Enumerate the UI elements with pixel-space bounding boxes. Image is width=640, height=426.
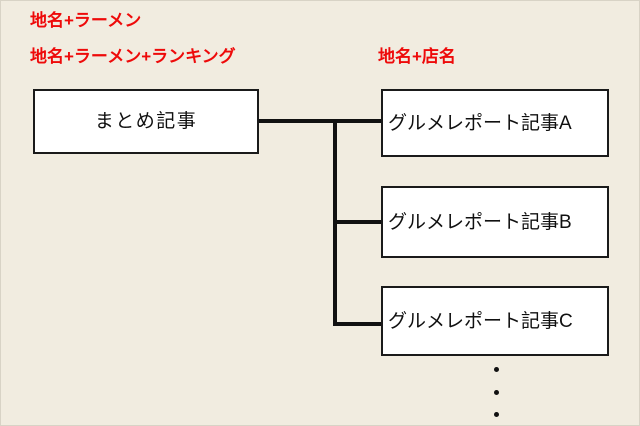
- node-gourmet-report-b: グルメレポート記事B: [381, 186, 609, 258]
- node-summary-article: まとめ記事: [33, 89, 259, 154]
- annotation-left-line-2: 地名+ラーメン+ランキング: [30, 47, 236, 66]
- node-gourmet-report-a: グルメレポート記事A: [381, 89, 609, 157]
- vertical-ellipsis-icon: [490, 367, 502, 417]
- ellipsis-dot: [493, 389, 499, 395]
- node-gourmet-report-a-label: グルメレポート記事A: [388, 112, 572, 134]
- ellipsis-dot: [493, 367, 499, 372]
- node-gourmet-report-c-label: グルメレポート記事C: [388, 310, 573, 332]
- node-gourmet-report-b-label: グルメレポート記事B: [388, 211, 572, 233]
- connector-stem-from-parent: [259, 119, 337, 123]
- node-gourmet-report-c: グルメレポート記事C: [381, 286, 609, 356]
- connector-branch-to-child-a: [333, 119, 383, 123]
- annotation-left-line-1: 地名+ラーメン: [30, 11, 142, 30]
- connector-branch-to-child-c: [333, 322, 383, 326]
- ellipsis-dot: [493, 412, 499, 417]
- connector-branch-to-child-b: [333, 220, 383, 224]
- annotation-right-line-1: 地名+店名: [378, 47, 456, 66]
- node-summary-article-label: まとめ記事: [94, 111, 198, 132]
